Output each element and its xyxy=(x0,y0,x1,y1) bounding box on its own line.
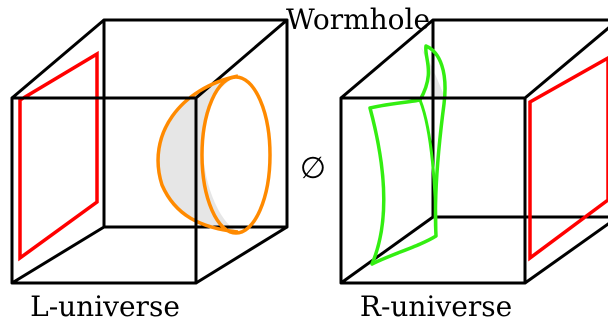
r-green-inner-edge xyxy=(418,99,438,237)
l-shaded-region xyxy=(158,76,238,232)
l-depth-edge-bottom-left xyxy=(11,225,105,285)
diagram-title: Wormhole xyxy=(286,3,430,36)
empty-set-symbol: ∅ xyxy=(300,151,326,186)
l-depth-edge-top-left xyxy=(11,18,105,100)
r-universe-label: R-universe xyxy=(360,290,512,323)
r-depth-edge-top-right xyxy=(524,26,608,100)
r-green-surface xyxy=(368,44,447,266)
r-front-face xyxy=(339,96,527,285)
r-universe-cube xyxy=(339,18,608,285)
r-depth-edge-top-left xyxy=(340,18,434,100)
r-red-frame xyxy=(528,55,608,262)
l-universe-cube xyxy=(10,18,289,285)
l-orange-ellipse xyxy=(200,75,272,235)
l-depth-edge-bottom-right xyxy=(195,225,288,285)
r-depth-edge-bottom-right xyxy=(524,222,608,285)
l-orange-outline xyxy=(156,74,239,234)
l-front-face xyxy=(10,96,198,285)
l-red-frame xyxy=(18,50,99,262)
r-depth-edge-bottom-left xyxy=(340,215,434,285)
l-universe-label: L-universe xyxy=(30,290,180,323)
